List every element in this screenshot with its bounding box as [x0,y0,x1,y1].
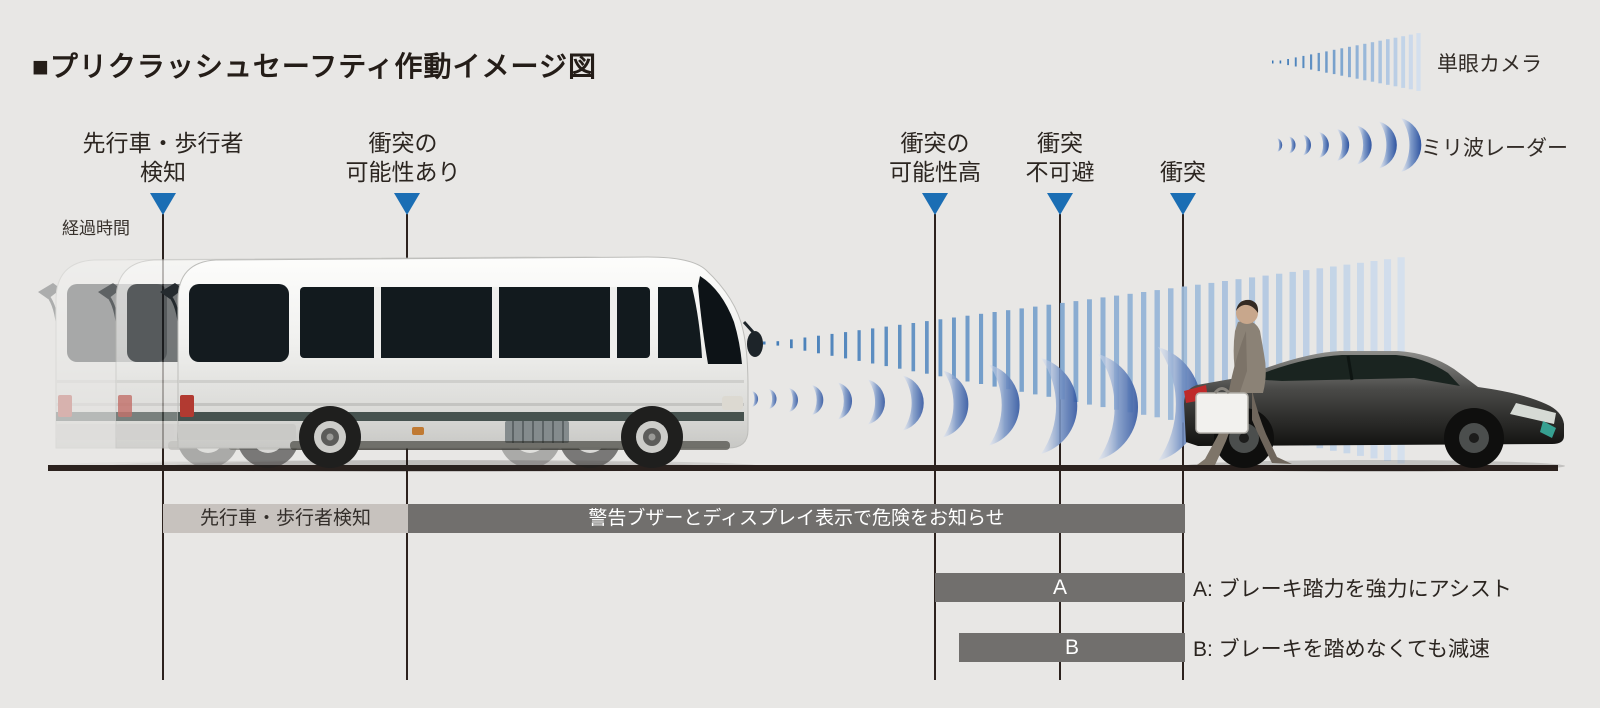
event-label-line1: 衝突の [900,130,970,156]
radar-waves [752,347,1201,461]
bus-illustration [158,255,765,474]
event-label-line2: 検知 [140,159,186,185]
event-label-collision: 衝突 [1160,158,1206,187]
event-label-possible: 衝突の 可能性あり [346,129,461,187]
legend-camera-label: 単眼カメラ [1437,53,1542,76]
note-auto-brake: B: ブレーキを踏めなくても減速 [1193,637,1490,661]
band-auto-brake-b: B [959,633,1185,662]
band-detection: 先行車・歩行者検知 [163,504,408,533]
event-label-line1: 衝突 [1160,159,1206,185]
pedestrian-illustration [1195,299,1292,465]
event-label-detection: 先行車・歩行者 検知 [83,129,244,187]
band-warning: 警告ブザーとディスプレイ表示で危険をお知らせ [408,504,1185,533]
event-label-line2: 可能性高 [889,159,981,185]
event-label-line1: 衝突 [1037,130,1083,156]
event-label-line2: 不可避 [1025,159,1095,185]
event-label-likely: 衝突の 可能性高 [889,129,981,187]
marker-triangle-detection [150,193,176,215]
marker-triangle-likely [922,193,948,215]
page-title: ■プリクラッシュセーフティ作動イメージ図 [32,50,597,82]
ground-line [48,465,1558,471]
event-label-line2: 可能性あり [345,159,461,185]
legend-radar-label: ミリ波レーダー [1421,137,1568,160]
note-brake-assist: A: ブレーキ踏力を強力にアシスト [1193,577,1512,601]
marker-triangle-collision [1170,193,1196,215]
event-label-line1: 衝突の [368,130,438,156]
band-brake-assist-a: A [935,573,1185,602]
elapsed-time-label: 経過時間 [62,219,130,238]
radar-waves-legend-icon [1277,118,1422,172]
marker-triangle-possible [394,193,420,215]
event-label-unavoidable: 衝突 不可避 [1026,129,1095,187]
event-label-line1: 先行車・歩行者 [82,130,244,156]
marker-triangle-unavoidable [1047,193,1073,215]
camera-beam-legend-icon [1272,33,1421,91]
